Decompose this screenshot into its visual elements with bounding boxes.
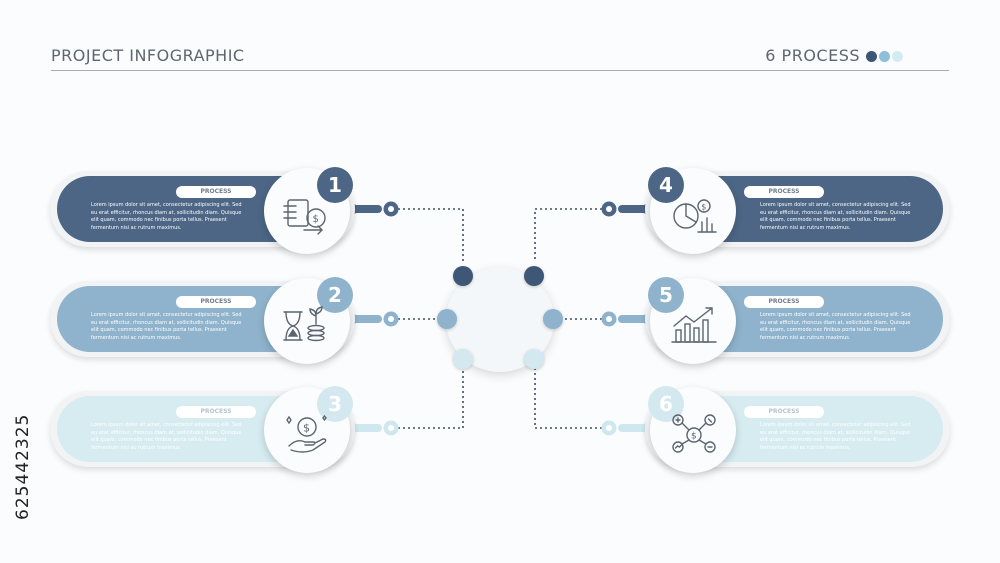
header-dot-mid: [879, 51, 890, 62]
hub-node-1: [453, 266, 473, 286]
process-text-6: Lorem ipsum dolor sit amet, consectetur …: [760, 422, 911, 451]
pie-chart-bars-icon: $: [673, 199, 717, 233]
process-number-3: 3: [317, 386, 353, 422]
process-text-5: Lorem ipsum dolor sit amet, consectetur …: [760, 312, 911, 341]
process-number-6: 6: [648, 386, 684, 422]
connector-2: [350, 311, 399, 327]
hub-node-4: [524, 266, 544, 286]
process-text-2: Lorem ipsum dolor sit amet, consectetur …: [91, 312, 242, 341]
connector-4: [601, 201, 650, 217]
process-text-3: Lorem ipsum dolor sit amet, consectetur …: [91, 422, 242, 451]
process-label-2: PROCESS: [176, 296, 256, 308]
svg-text:$: $: [303, 422, 310, 435]
header-dots: [866, 51, 903, 62]
money-transfer-icon: $: [283, 199, 326, 235]
process-label-4: PROCESS: [744, 186, 824, 198]
header-divider: [51, 70, 949, 71]
connector-3: [350, 420, 399, 436]
process-label-3: PROCESS: [176, 406, 256, 418]
hub-node-2: [437, 309, 457, 329]
connector-6: [601, 420, 650, 436]
process-number-5: 5: [648, 277, 684, 313]
connector-5: [601, 311, 650, 327]
hourglass-coins-icon: [283, 306, 325, 342]
finance-network-icon: $: [672, 414, 716, 453]
process-label-6: PROCESS: [744, 406, 824, 418]
svg-text:$: $: [691, 432, 697, 442]
hub-node-6: [524, 349, 544, 369]
header-dot-dark: [866, 51, 877, 62]
hub-node-3: [453, 349, 473, 369]
connector-1: [350, 201, 399, 217]
svg-text:$: $: [701, 203, 706, 212]
process-number-2: 2: [317, 277, 353, 313]
process-number-4: 4: [648, 167, 684, 203]
header-dot-light: [892, 51, 903, 62]
process-number-1: 1: [317, 167, 353, 203]
hand-coin-icon: $: [286, 414, 327, 453]
svg-text:$: $: [313, 214, 319, 225]
growth-chart-icon: [671, 307, 717, 343]
process-label-1: PROCESS: [176, 186, 256, 198]
process-label-5: PROCESS: [744, 296, 824, 308]
process-text-1: Lorem ipsum dolor sit amet, consectetur …: [91, 202, 242, 231]
page-title: PROJECT INFOGRAPHIC: [51, 46, 245, 65]
page-subtitle: 6 PROCESS: [765, 46, 860, 65]
process-text-4: Lorem ipsum dolor sit amet, consectetur …: [760, 202, 911, 231]
hub-node-5: [543, 309, 563, 329]
